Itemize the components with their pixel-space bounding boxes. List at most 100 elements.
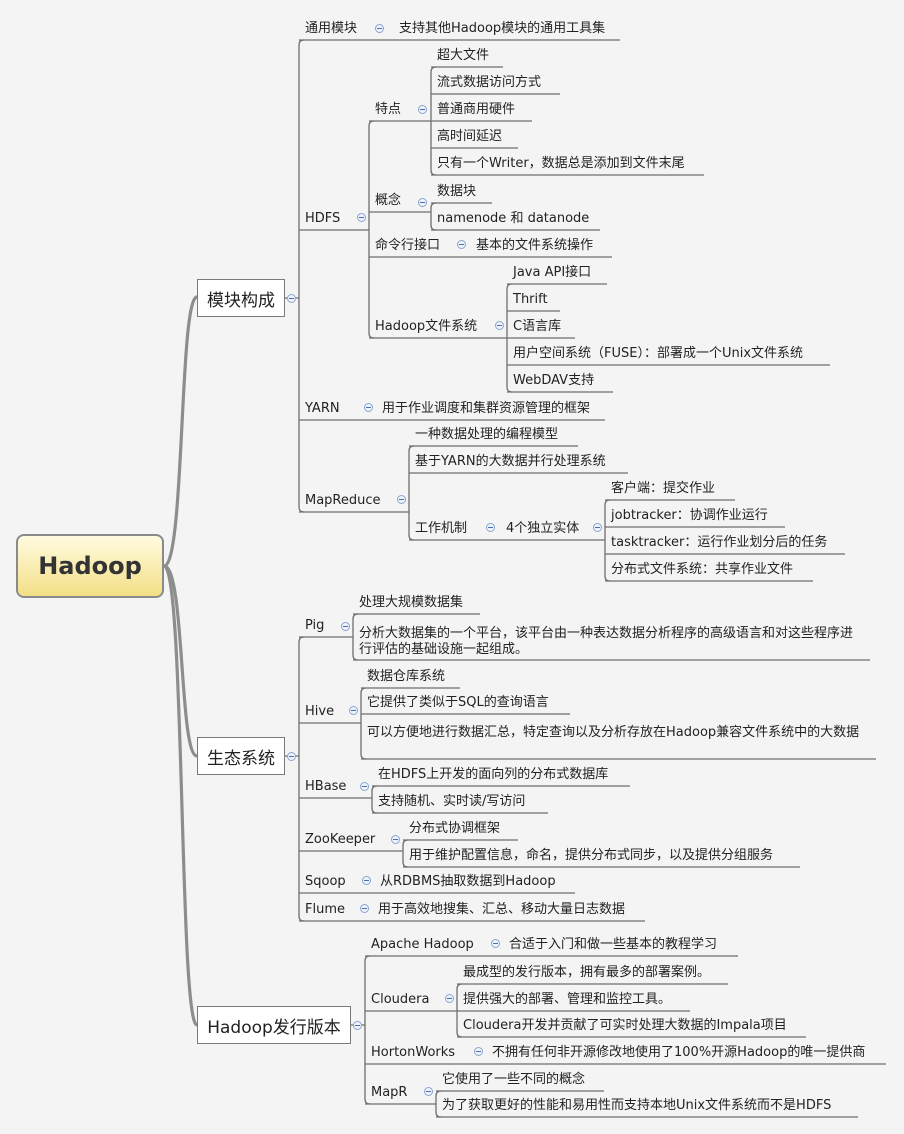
topic-node[interactable]: 4个独立实体	[506, 521, 580, 536]
collapse-toggle-icon[interactable]	[359, 903, 369, 913]
collapse-toggle-icon[interactable]	[444, 993, 454, 1003]
topic-node[interactable]: 通用模块	[305, 21, 358, 36]
topic-node[interactable]: 高时间延迟	[437, 129, 503, 144]
collapse-toggle-icon[interactable]	[490, 938, 500, 948]
topic-node[interactable]: 命令行接口	[375, 238, 441, 253]
topic-node[interactable]: MapR	[371, 1085, 408, 1100]
topic-node[interactable]: 普通商用硬件	[437, 102, 516, 117]
topic-node[interactable]: Java API接口	[513, 265, 592, 280]
topic-node[interactable]: namenode 和 datanode	[437, 211, 590, 226]
connector	[163, 564, 198, 758]
collapse-toggle-icon[interactable]	[423, 1086, 433, 1096]
topic-node[interactable]: 支持随机、实时读/写访问	[378, 794, 526, 809]
topic-node[interactable]: 可以方便地进行数据汇总，特定查询以及分析存放在Hadoop兼容文件系统中的大数据	[367, 725, 860, 740]
topic-node[interactable]: 工作机制	[415, 521, 468, 536]
branch-distributions[interactable]: Hadoop发行版本	[197, 1006, 351, 1044]
topic-node[interactable]: 从RDBMS抽取数据到Hadoop	[380, 874, 556, 889]
topic-node[interactable]: 支持其他Hadoop模块的通用工具集	[399, 21, 606, 36]
collapse-toggle-icon[interactable]	[494, 320, 504, 330]
connector	[360, 687, 367, 694]
connector	[364, 955, 371, 962]
collapse-toggle-icon[interactable]	[417, 104, 427, 114]
collapse-toggle-icon[interactable]	[286, 751, 296, 761]
topic-node[interactable]: 不拥有任何非开源修改地使用了100%开源Hadoop的唯一提供商	[492, 1045, 866, 1060]
collapse-toggle-icon[interactable]	[390, 834, 400, 844]
collapse-toggle-icon[interactable]	[348, 705, 358, 715]
topic-node[interactable]: MapReduce	[305, 493, 381, 508]
topic-node[interactable]: 它提供了类似于SQL的查询语言	[367, 695, 549, 710]
topic-node[interactable]: Pig	[305, 618, 325, 633]
topic-node[interactable]: 用于维护配置信息，命名，提供分布式同步，以及提供分组服务	[409, 848, 774, 863]
topic-node[interactable]: 流式数据访问方式	[437, 75, 542, 90]
topic-node[interactable]: 用于作业调度和集群资源管理的框架	[382, 401, 591, 416]
collapse-toggle-icon[interactable]	[352, 1020, 362, 1030]
collapse-toggle-icon[interactable]	[456, 239, 466, 249]
topic-node[interactable]: HDFS	[305, 211, 341, 226]
collapse-toggle-icon[interactable]	[417, 197, 427, 207]
topic-node[interactable]: 分析大数据集的一个平台，该平台由一种表达数据分析程序的高级语言和对这些程序进行评…	[359, 626, 854, 657]
topic-node[interactable]: 在HDFS上开发的面向列的分布式数据库	[378, 767, 609, 782]
branch-ecosystem[interactable]: 生态系统	[197, 737, 285, 775]
topic-node[interactable]: Sqoop	[305, 874, 346, 889]
topic-node[interactable]: Apache Hadoop	[371, 937, 474, 952]
topic-node[interactable]: 合适于入门和做一些基本的教程学习	[509, 937, 718, 952]
topic-node[interactable]: Thrift	[513, 292, 548, 307]
topic-node[interactable]: C语言库	[513, 319, 562, 334]
collapse-toggle-icon[interactable]	[396, 494, 406, 504]
connector	[298, 636, 305, 643]
collapse-toggle-icon[interactable]	[363, 402, 373, 412]
topic-node[interactable]: ZooKeeper	[305, 832, 376, 847]
connector	[298, 39, 305, 46]
topic-node[interactable]: 分布式协调框架	[409, 821, 501, 836]
connector	[352, 613, 359, 620]
topic-node[interactable]: 分布式文件系统：共享作业文件	[611, 562, 794, 577]
collapse-toggle-icon[interactable]	[356, 212, 366, 222]
collapse-toggle-icon[interactable]	[592, 522, 602, 532]
connector	[352, 654, 359, 661]
topic-node[interactable]: 为了获取更好的性能和易用性而支持本地Unix文件系统而不是HDFS	[442, 1098, 832, 1113]
branch-modules[interactable]: 模块构成	[197, 279, 285, 317]
collapse-toggle-icon[interactable]	[286, 293, 296, 303]
connector	[368, 120, 375, 127]
topic-node[interactable]: 提供强大的部署、管理和监控工具。	[463, 992, 672, 1007]
connector	[456, 983, 463, 990]
topic-node[interactable]: Cloudera开发并贡献了可实时处理大数据的Impala项目	[463, 1018, 787, 1033]
topic-node[interactable]: 只有一个Writer，数据总是添加到文件末尾	[437, 156, 685, 171]
topic-node[interactable]: YARN	[305, 401, 340, 416]
topic-node[interactable]: 它使用了一些不同的概念	[442, 1072, 586, 1087]
topic-node[interactable]: jobtracker：协调作业运行	[611, 508, 768, 523]
topic-node[interactable]: 数据仓库系统	[367, 669, 446, 684]
connector	[456, 1031, 463, 1038]
topic-node[interactable]: 概念	[375, 193, 402, 208]
connector	[430, 224, 437, 231]
topic-node[interactable]: 用户空间系统（FUSE）：部署成一个Unix文件系统	[513, 346, 804, 361]
collapse-toggle-icon[interactable]	[473, 1046, 483, 1056]
collapse-toggle-icon[interactable]	[361, 875, 371, 885]
connector	[402, 861, 409, 868]
collapse-toggle-icon[interactable]	[485, 522, 495, 532]
connector	[604, 499, 611, 506]
topic-node[interactable]: 数据块	[437, 184, 477, 199]
topic-node[interactable]: Cloudera	[371, 992, 430, 1007]
topic-node[interactable]: 基于YARN的大数据并行处理系统	[415, 454, 606, 469]
topic-node[interactable]: Hadoop文件系统	[375, 319, 478, 334]
topic-node[interactable]: HBase	[305, 779, 347, 794]
topic-node[interactable]: Flume	[305, 902, 345, 917]
connector	[364, 1098, 371, 1105]
topic-node[interactable]: HortonWorks	[371, 1045, 456, 1060]
collapse-toggle-icon[interactable]	[359, 781, 369, 791]
topic-node[interactable]: 基本的文件系统操作	[476, 238, 594, 253]
topic-node[interactable]: 一种数据处理的编程模型	[415, 427, 559, 442]
topic-node[interactable]: 最成型的发行版本，拥有最多的部署案例。	[463, 965, 711, 980]
topic-node[interactable]: tasktracker：运行作业划分后的任务	[611, 535, 828, 550]
topic-node[interactable]: 特点	[375, 102, 402, 117]
collapse-toggle-icon[interactable]	[374, 23, 384, 33]
topic-node[interactable]: 超大文件	[437, 48, 490, 63]
root-node[interactable]: Hadoop	[16, 534, 164, 598]
topic-node[interactable]: 处理大规模数据集	[359, 595, 464, 610]
topic-node[interactable]: 用于高效地搜集、汇总、移动大量日志数据	[378, 902, 626, 917]
topic-node[interactable]: 客户端：提交作业	[611, 481, 716, 496]
collapse-toggle-icon[interactable]	[340, 621, 350, 631]
topic-node[interactable]: Hive	[305, 704, 335, 719]
topic-node[interactable]: WebDAV支持	[513, 373, 595, 388]
